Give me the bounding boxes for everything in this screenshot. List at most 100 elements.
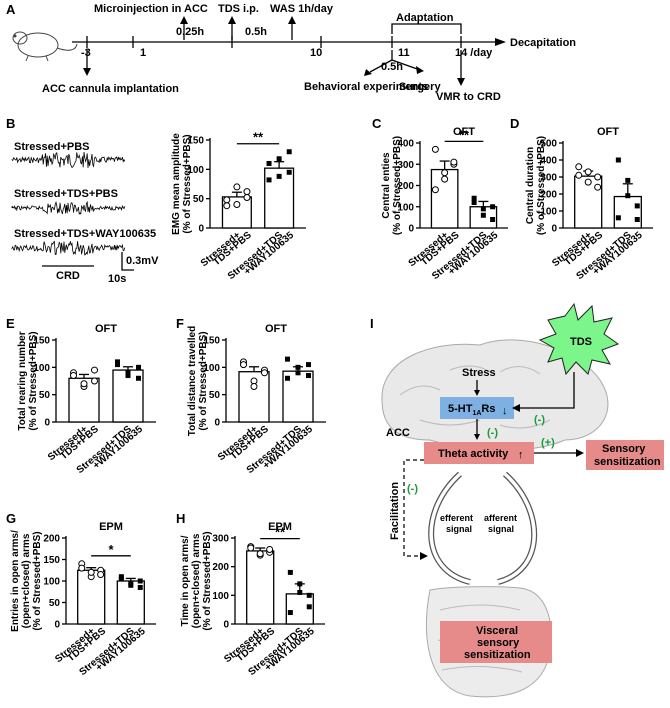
visceral-box	[440, 621, 552, 663]
timeline-arrowhead	[495, 38, 506, 46]
event-label: VMR to CRD	[436, 91, 501, 103]
branch-arrows	[369, 59, 421, 73]
day-label: -3	[81, 47, 91, 59]
up-arrow-icon: ↑	[518, 449, 524, 461]
data-point	[247, 544, 255, 552]
tds-label: TDS	[570, 336, 592, 348]
data-point	[250, 382, 258, 390]
receptor-arrowhead	[474, 434, 480, 440]
data-point	[97, 571, 105, 579]
tds-inhibit-arrowhead	[512, 404, 520, 412]
efferent-arrow-inner	[429, 472, 471, 584]
data-point	[490, 204, 496, 210]
data-point	[137, 584, 143, 590]
visceral-label: sensory	[477, 637, 520, 649]
y-axis-label: (% of Stressed+PBS)	[28, 331, 39, 430]
y-tick-label: 50	[209, 390, 221, 401]
data-point	[118, 576, 124, 582]
event-arrowhead	[416, 66, 424, 74]
event-arrowhead	[228, 16, 236, 24]
scale-voltage-label: 0.3mV	[126, 255, 159, 267]
data-point	[594, 183, 602, 191]
receptor-box	[440, 397, 514, 419]
data-point	[137, 578, 143, 584]
data-point	[297, 581, 303, 587]
data-point	[266, 177, 272, 183]
data-point	[125, 370, 131, 376]
y-tick-label: 300	[397, 160, 414, 171]
data-point	[634, 217, 640, 222]
afferent-label: afferent	[484, 513, 517, 523]
stress-label: Stress	[462, 367, 496, 379]
data-point	[306, 604, 312, 610]
data-point	[625, 177, 631, 183]
data-point	[136, 375, 141, 381]
data-point	[295, 370, 301, 376]
y-axis-label: (open+closed) arms	[21, 533, 32, 628]
y-tick-label: 100	[203, 363, 220, 374]
y-tick-label: 0	[408, 224, 414, 235]
data-point	[306, 373, 311, 379]
data-point	[136, 364, 141, 370]
data-point	[584, 178, 592, 186]
tds-star	[538, 302, 620, 376]
data-point	[575, 163, 583, 171]
panel-letter-f: F	[176, 316, 184, 331]
day-label: 14 /day	[455, 47, 493, 59]
data-point	[615, 157, 621, 163]
data-point	[125, 373, 131, 379]
y-tick-label: 150	[43, 555, 60, 566]
y-axis-label: (% of Stressed+PBS)	[182, 134, 193, 233]
event-arrowhead	[457, 78, 465, 86]
trace-label: Stressed+PBS	[14, 141, 90, 153]
y-tick-label: 0	[551, 224, 557, 235]
y-axis-label: Total distance travelled	[187, 326, 198, 436]
data-point	[480, 206, 486, 212]
event-label: ACC cannula implantation	[42, 83, 179, 95]
visceral-label: sensitization	[464, 649, 531, 661]
y-tick-label: 100	[43, 577, 60, 588]
panel-letter-d: D	[510, 116, 519, 131]
data-point	[480, 212, 486, 218]
y-tick-label: 50	[193, 194, 205, 205]
data-point	[287, 610, 293, 616]
y-tick-label: 0	[44, 418, 50, 429]
significance-label: **	[253, 130, 264, 145]
chart-title: OFT	[265, 323, 287, 335]
data-point	[276, 173, 282, 179]
y-axis-label: (% of Stressed+PBS)	[202, 531, 213, 630]
data-point	[471, 200, 477, 205]
afferent-label: signal	[488, 524, 514, 534]
panel-letter-a: A	[6, 2, 16, 17]
data-point	[287, 569, 293, 575]
y-tick-label: 150	[187, 136, 204, 147]
theta-label: Theta activity	[438, 448, 509, 460]
gap-label: 0.25h	[176, 26, 204, 38]
data-point	[285, 375, 290, 381]
data-point	[441, 169, 449, 177]
decapitation-label: Decapitation	[510, 37, 576, 49]
y-tick-label: 500	[540, 139, 557, 150]
data-point	[240, 361, 247, 369]
event-arrowhead	[83, 68, 91, 76]
y-axis-label: (open+closed) arms	[191, 533, 202, 628]
event-label: Behavioral experiments	[304, 81, 428, 93]
data-point	[261, 369, 268, 377]
acc-label: ACC	[386, 427, 410, 439]
facilitation-label: Facilitation	[389, 482, 401, 540]
data-point	[87, 568, 95, 576]
sensory-label: Sensory	[602, 443, 646, 455]
emg-trace	[11, 152, 126, 169]
data-point	[285, 356, 290, 362]
data-point	[91, 366, 98, 374]
y-axis-label: Central enties	[381, 152, 392, 219]
plus-sign: (+)	[541, 437, 555, 449]
bar	[613, 195, 642, 229]
panel-letter-c: C	[372, 116, 382, 131]
data-point	[78, 564, 86, 572]
visceral-label: Visceral	[476, 625, 518, 637]
